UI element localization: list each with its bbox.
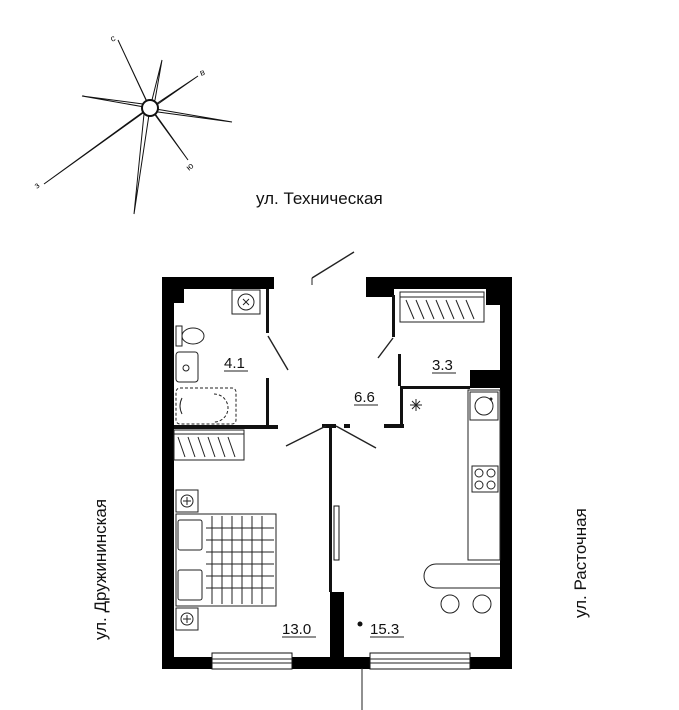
street-label-top: ул. Техническая	[256, 189, 383, 208]
bed	[175, 513, 277, 607]
kitchen-sink	[469, 391, 499, 421]
room-area-hall: 6.6	[354, 389, 375, 406]
bathroom-fixtures	[175, 289, 261, 425]
toilet-tank	[175, 325, 183, 347]
shower-tray	[175, 387, 237, 425]
compass-label-south: ю	[184, 160, 196, 172]
nightstand-bottom	[175, 607, 199, 631]
compass-label-east: в	[198, 67, 206, 78]
compass-ray-northwest	[81, 95, 151, 109]
pillow-bottom	[177, 569, 203, 601]
compass-label-north: с	[109, 33, 118, 44]
room-area-kitchen-living: 15.3	[370, 621, 399, 638]
room-areas: 4.1 6.6 3.3 13.0 15.3	[224, 355, 456, 638]
wardrobe	[173, 429, 245, 461]
compass-label-west: з	[32, 180, 42, 190]
compass-ray-south-long	[133, 106, 151, 215]
kitchen-fixtures	[410, 389, 501, 614]
toilet-bowl	[181, 327, 205, 345]
compass-ray-north	[117, 39, 151, 109]
outer-walls	[162, 277, 512, 669]
nightstand-top	[175, 489, 199, 513]
pillow-top	[177, 519, 203, 551]
cooktop	[471, 465, 499, 493]
compass-center	[141, 99, 159, 117]
inner-walls	[174, 289, 470, 592]
compass-ray-east-b	[149, 107, 233, 123]
windows	[211, 652, 471, 670]
bar-stool-1	[440, 594, 460, 614]
street-label-right: ул. Расточная	[571, 508, 590, 618]
bar-counter	[423, 563, 500, 589]
street-label-left: ул. Дружининская	[91, 499, 110, 640]
sink	[175, 351, 199, 383]
counter	[467, 389, 501, 561]
compass-rose: с в ю з	[32, 33, 233, 215]
room-area-bathroom: 4.1	[224, 355, 245, 372]
washing-machine-drum	[237, 293, 255, 311]
entrance-dot	[357, 621, 363, 627]
bedroom-furniture	[173, 429, 277, 631]
bar-stool-2	[472, 594, 492, 614]
storage-shelving	[399, 291, 485, 323]
room-area-storage: 3.3	[432, 357, 453, 374]
room-area-bedroom: 13.0	[282, 621, 311, 638]
doors	[267, 251, 394, 561]
compass-ray-south	[149, 107, 189, 161]
compass-ray-west	[43, 107, 151, 185]
washing-machine	[231, 289, 261, 315]
